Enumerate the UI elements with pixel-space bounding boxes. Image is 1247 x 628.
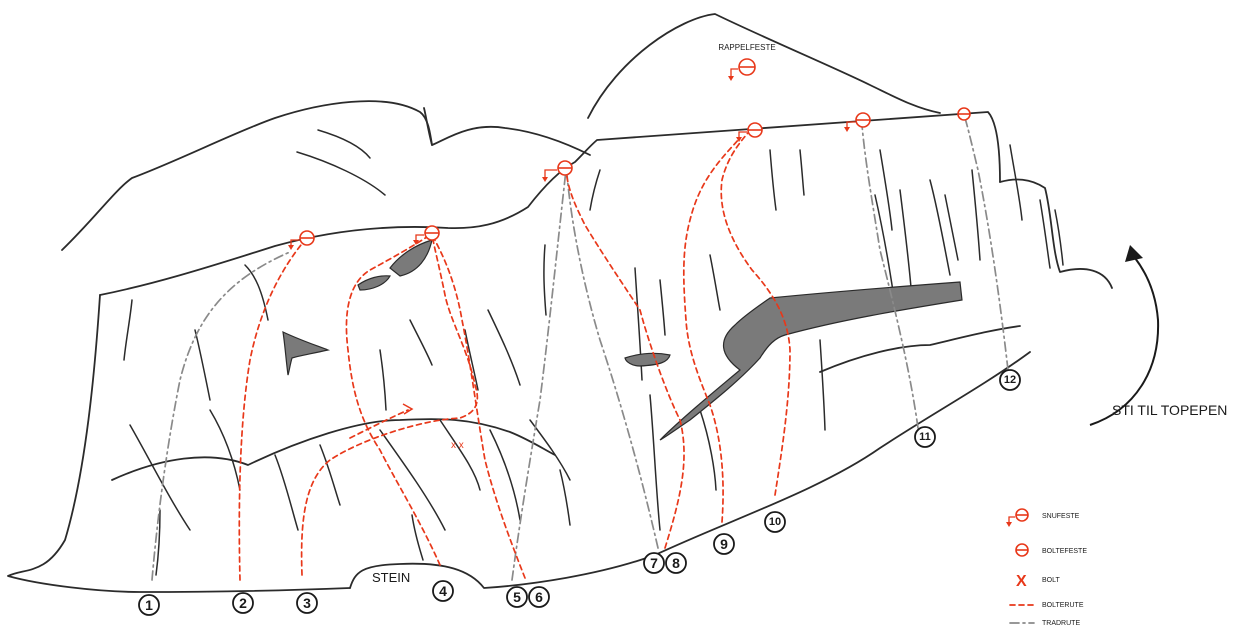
route-marker-5: 5: [506, 586, 528, 608]
route-3-line: [300, 234, 479, 576]
traverse-arrow-head: [402, 403, 414, 415]
rock-ledges: [282, 239, 963, 441]
route-7-line: [566, 174, 659, 549]
route-12-line: [964, 117, 1009, 371]
svg-text:8: 8: [672, 555, 680, 571]
route-1-line: [151, 251, 291, 581]
legend-sport-route: BOLTERUTE: [1009, 602, 1084, 609]
route-marker-4: 4: [432, 580, 454, 602]
svg-text:10: 10: [769, 516, 781, 528]
lower-off-anchor: [736, 122, 763, 142]
route-10-line: [720, 127, 791, 496]
rock-cracks: [123, 129, 1064, 576]
stone-label: STEIN: [372, 570, 410, 585]
route-marker-10: 10: [764, 511, 786, 533]
rappel-label: RAPPELFESTE: [718, 43, 775, 52]
route-marker-8: 8: [665, 552, 687, 574]
route-2-line: [238, 239, 306, 581]
svg-text:11: 11: [919, 431, 931, 443]
anchors: [288, 58, 971, 250]
legend-trad-route: TRADRUTE: [1009, 620, 1080, 627]
route-8-line: [565, 169, 685, 549]
legend-lower-off: SNUFESTE: [1006, 508, 1080, 527]
route-marker-7: 7: [643, 552, 665, 574]
legend-bolt: X BOLT: [1016, 573, 1060, 590]
route-11-line: [861, 124, 919, 429]
path-to-top-label: STI TIL TOPEPEN: [1112, 402, 1227, 418]
lower-off-anchor: [288, 230, 315, 250]
bolt-anchor: [957, 107, 971, 121]
route-6-line: [431, 234, 526, 579]
svg-text:BOLTEFESTE: BOLTEFESTE: [1042, 548, 1087, 555]
route-marker-11: 11: [914, 426, 936, 448]
lower-off-anchor: [844, 112, 871, 132]
rock-outline: [7, 13, 1113, 593]
svg-text:TRADRUTE: TRADRUTE: [1042, 620, 1080, 627]
path-to-top-arrow: [1089, 245, 1160, 426]
lower-off-anchor: [542, 160, 573, 182]
svg-text:7: 7: [650, 555, 658, 571]
svg-text:12: 12: [1004, 374, 1016, 386]
svg-text:BOLTERUTE: BOLTERUTE: [1042, 602, 1084, 609]
svg-text:SNUFESTE: SNUFESTE: [1042, 513, 1080, 520]
svg-text:X: X: [1016, 573, 1027, 590]
lower-off-anchor: [413, 225, 440, 245]
route-marker-2: 2: [232, 592, 254, 614]
bolt-marks: x x: [451, 440, 464, 451]
svg-text:3: 3: [303, 595, 311, 611]
svg-text:BOLT: BOLT: [1042, 577, 1060, 584]
svg-text:2: 2: [239, 595, 247, 611]
rappel-anchor: [728, 58, 756, 81]
svg-text:5: 5: [513, 589, 521, 605]
route-5-line: [511, 169, 567, 581]
route-4-line: [345, 234, 441, 566]
route-markers: 1 2 3 4 5 6 7 8 9 10 11 12: [138, 369, 1021, 616]
svg-text:4: 4: [439, 583, 447, 599]
route-marker-6: 6: [528, 586, 550, 608]
route-marker-3: 3: [296, 592, 318, 614]
route-marker-1: 1: [138, 594, 160, 616]
sport-routes: [238, 127, 791, 581]
svg-text:6: 6: [535, 589, 543, 605]
route-arrow-traverse: [349, 409, 409, 439]
trad-routes: [151, 117, 1009, 581]
route-marker-9: 9: [713, 533, 735, 555]
svg-text:9: 9: [720, 536, 728, 552]
route-marker-12: 12: [999, 369, 1021, 391]
legend: SNUFESTE BOLTEFESTE X BOLT BOLTERUTE TRA…: [1006, 508, 1087, 627]
route-9-line: [682, 137, 741, 523]
legend-bolt-anchor: BOLTEFESTE: [1015, 543, 1087, 557]
svg-text:1: 1: [145, 597, 153, 613]
